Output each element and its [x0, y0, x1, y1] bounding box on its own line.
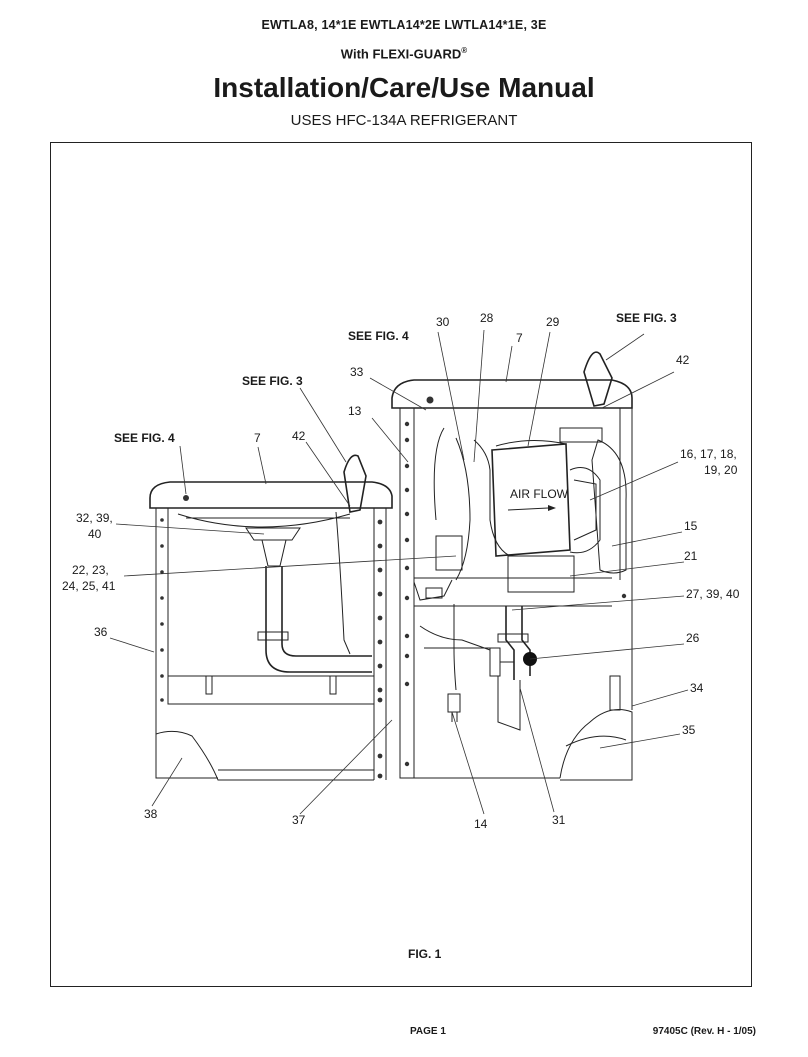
- flexi-guard-line: With FLEXI-GUARD®: [0, 46, 808, 61]
- left-unit-drawing: [149, 454, 393, 781]
- callout-see-fig3-right: SEE FIG. 3: [616, 311, 677, 325]
- callout-16b: 19, 20: [704, 463, 738, 477]
- callout-42-left: 42: [292, 429, 306, 443]
- callout-22b: 24, 25, 41: [62, 579, 116, 593]
- callout-14: 14: [474, 817, 488, 831]
- callout-32b: 40: [88, 527, 102, 541]
- page-number: PAGE 1: [410, 1026, 446, 1037]
- callout-35: 35: [682, 723, 696, 737]
- callout-34: 34: [690, 681, 704, 695]
- with-text: With FLEXI-GUARD: [340, 46, 462, 62]
- callout-21: 21: [684, 549, 698, 563]
- callout-37: 37: [292, 813, 306, 827]
- figure-frame: [50, 142, 752, 987]
- callout-32: 32, 39,: [76, 511, 113, 525]
- callout-see-fig4-left: SEE FIG. 4: [114, 431, 175, 445]
- page-subtitle: USES HFC-134A REFRIGERANT: [290, 112, 518, 129]
- model-numbers: EWTLA8, 14*1E EWTLA14*2E LWTLA14*1E, 3E: [261, 18, 547, 32]
- callout-33: 33: [350, 365, 364, 379]
- callout-28: 28: [480, 311, 494, 325]
- right-unit-drawing: AIR FLOW: [391, 351, 633, 781]
- revision-code: 97405C (Rev. H - 1/05): [652, 1026, 756, 1037]
- leader-lines: [109, 329, 689, 815]
- registered-mark: ®: [461, 46, 468, 55]
- callout-22: 22, 23,: [72, 563, 109, 577]
- page-title: Installation/Care/Use Manual: [213, 72, 595, 103]
- callout-see-fig4-center: SEE FIG. 4: [348, 329, 409, 343]
- figure-caption: FIG. 1: [408, 947, 442, 961]
- callout-29: 29: [546, 315, 560, 329]
- callout-27: 27, 39, 40: [686, 587, 740, 601]
- callout-31: 31: [552, 813, 566, 827]
- callout-16: 16, 17, 18,: [680, 447, 737, 461]
- callout-36: 36: [94, 625, 108, 639]
- callout-15: 15: [684, 519, 698, 533]
- callout-see-fig3-left: SEE FIG. 3: [242, 374, 303, 388]
- callout-7-left: 7: [254, 431, 261, 445]
- callout-30: 30: [436, 315, 450, 329]
- callout-7-right: 7: [516, 331, 523, 345]
- callout-38: 38: [144, 807, 158, 821]
- airflow-label: AIR FLOW: [510, 487, 569, 501]
- callout-labels: SEE FIG. 4 7 42 SEE FIG. 3 32, 39, 40 22…: [62, 311, 740, 961]
- callout-26: 26: [686, 631, 700, 645]
- callout-13: 13: [348, 404, 362, 418]
- callout-42-right: 42: [676, 353, 690, 367]
